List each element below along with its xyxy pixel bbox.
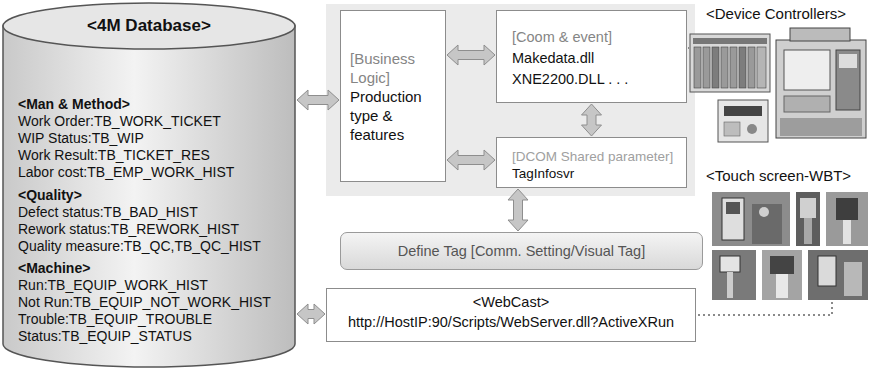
table-mapping: Rework status:TB_REWORK_HIST: [2, 221, 239, 238]
table-mapping: Defect status:TB_BAD_HIST: [2, 204, 198, 221]
double-arrow: [447, 150, 495, 170]
table-mapping: Work Order:TB_WORK_TICKET: [2, 113, 221, 130]
box-heading: <WebCast>: [473, 292, 549, 312]
table-mapping: Labor cost:TB_EMP_WORK_HIST: [2, 164, 234, 181]
touch-screen-photos: [712, 192, 868, 300]
bar-text: Define Tag [Comm. Setting/Visual Tag]: [398, 243, 645, 259]
table-mapping: Quality measure:TB_QC,TB_QC_HIST: [2, 238, 261, 255]
layer-panel: [326, 4, 695, 196]
double-arrow: [297, 90, 339, 110]
table-mapping: Work Result:TB_TICKET_RES: [2, 147, 210, 164]
process-box: <WebCast>http://HostIP:90/Scripts/WebSer…: [326, 288, 696, 342]
table-mapping: Run:TB_EQUIP_WORK_HIST: [2, 277, 208, 294]
double-arrow: [582, 104, 602, 136]
box-heading: [Business Logic]: [350, 49, 436, 87]
leader-line: [698, 302, 832, 315]
controller-rack: [690, 34, 770, 92]
module-name: TagInfosvr: [512, 165, 574, 182]
group-label: <Device Controllers>: [706, 5, 846, 22]
section-heading: <Quality>: [2, 187, 82, 204]
double-arrow: [447, 45, 495, 65]
rounded-bar: Define Tag [Comm. Setting/Visual Tag]: [340, 232, 703, 270]
module-name: Makedata.dll: [512, 48, 594, 69]
table-mapping: WIP Status:TB_WIP: [2, 130, 144, 147]
url-text: http://HostIP:90/Scripts/WebServer.dll?A…: [348, 312, 674, 332]
double-arrow: [297, 304, 325, 324]
leader-line: [688, 47, 689, 49]
box-heading: [DCOM Shared parameter]: [512, 148, 673, 165]
machine-tool: [776, 28, 866, 138]
process-box: [Coom & event]Makedata.dllXNE2200.DLL . …: [496, 10, 687, 103]
database-title: <4M Database>: [87, 15, 211, 37]
database-cylinder: <4M Database> <Man & Method>Work Order:TB…: [2, 2, 296, 368]
section-heading: <Machine>: [2, 260, 90, 277]
box-heading: [Coom & event]: [512, 27, 612, 48]
control-unit: [718, 100, 768, 142]
double-arrow: [508, 189, 528, 231]
group-label: <Touch screen-WBT>: [706, 167, 851, 184]
process-box: [DCOM Shared parameter]TagInfosvr: [496, 137, 687, 188]
table-mapping: Not Run:TB_EQUIP_NOT_WORK_HIST: [2, 294, 271, 311]
table-mapping: Status:TB_EQUIP_STATUS: [2, 328, 192, 345]
table-mapping: Trouble:TB_EQUIP_TROUBLE: [2, 311, 212, 328]
process-box: [Business Logic]Production type & featur…: [340, 10, 446, 182]
section-heading: <Man & Method>: [2, 96, 130, 113]
module-name: XNE2200.DLL . . .: [512, 69, 628, 90]
box-body: Production type & features: [350, 87, 436, 144]
